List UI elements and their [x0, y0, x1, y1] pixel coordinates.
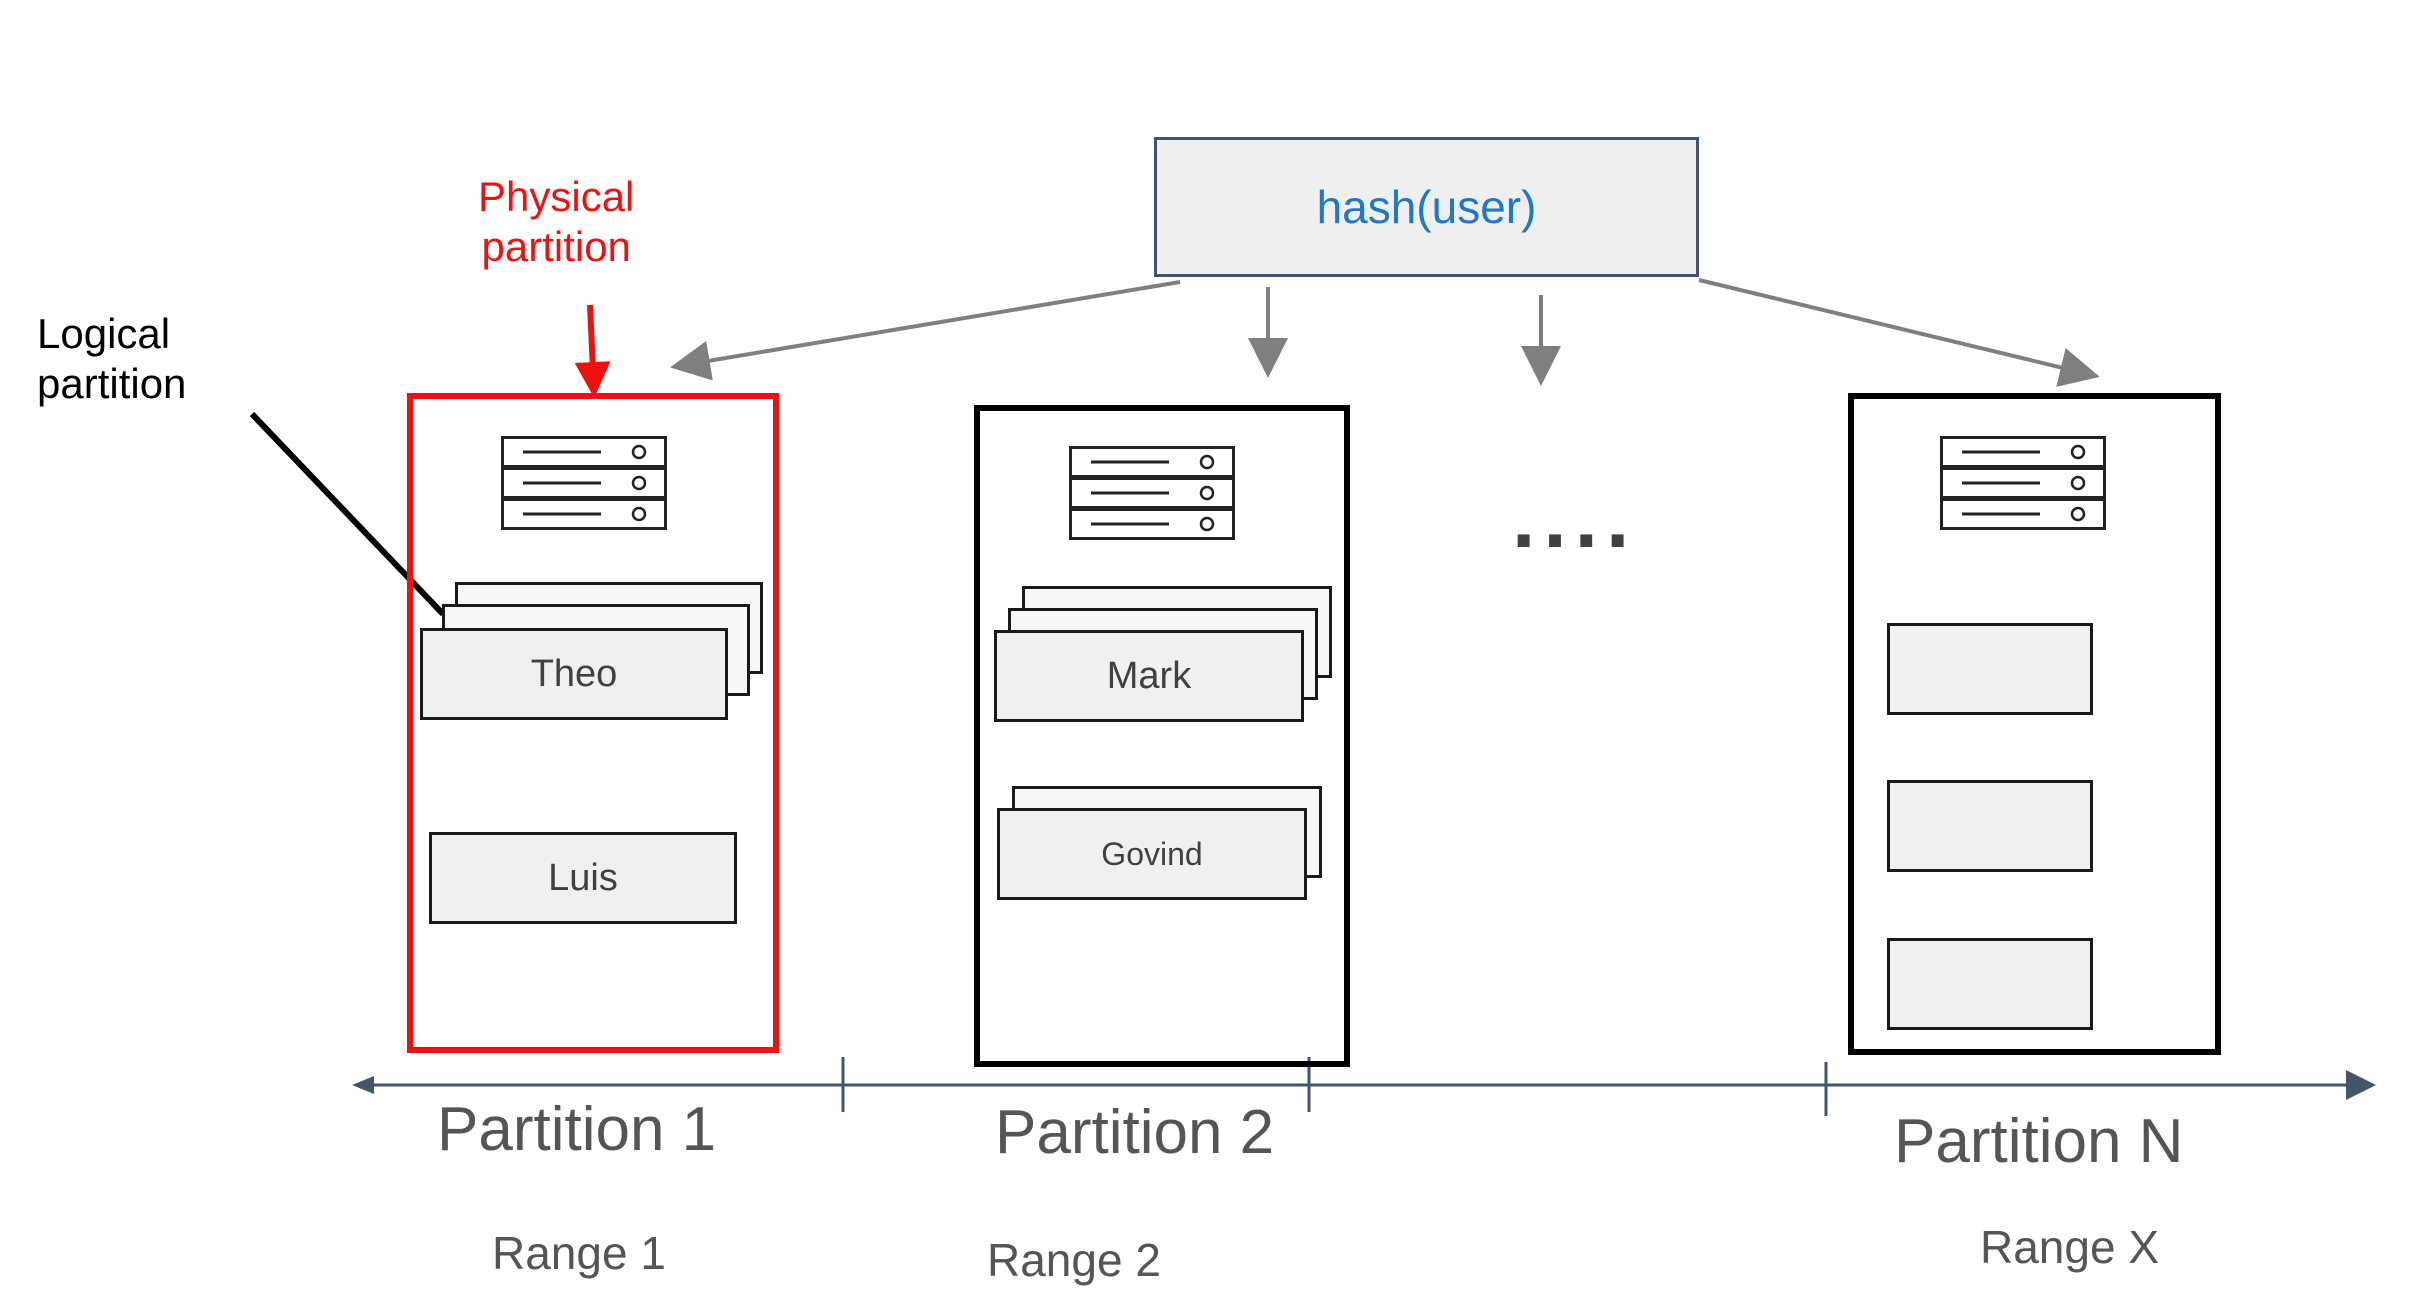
partition-2-title: Partition 2	[995, 1098, 1275, 1167]
partition-1-title: Partition 1	[437, 1095, 717, 1164]
partition-1-range: Range 1	[492, 1227, 666, 1279]
logical-partition-annotation: Logical partition	[37, 309, 186, 410]
logical-partition-card	[1887, 623, 2093, 715]
physical-partition-n	[1848, 393, 2221, 1055]
physical-partition-1	[407, 393, 779, 1053]
physical-partition-2	[974, 405, 1350, 1067]
logical-annotation-line1: Logical	[37, 310, 171, 357]
more-partitions-ellipsis: ....	[1512, 471, 1638, 565]
logical-partition-label: Govind	[1101, 835, 1203, 872]
partition-n-title: Partition N	[1894, 1107, 2184, 1176]
logical-partition-card	[1887, 938, 2093, 1030]
logical-partition-label: Mark	[1106, 654, 1192, 697]
partition-2-range: Range 2	[987, 1234, 1161, 1286]
physical-partition-annotation: Physical partition	[478, 172, 634, 273]
logical-annotation-line2: partition	[37, 360, 187, 408]
server-icon	[1940, 436, 2106, 530]
server-icon	[501, 436, 667, 530]
logical-partition-label: Luis	[548, 856, 618, 899]
physical-annotation-line2: partition	[481, 223, 631, 271]
hash-arrow-partition-n	[1698, 278, 2100, 387]
logical-partition-card: Govind	[997, 808, 1307, 900]
hash-arrow-partition-1	[670, 280, 1181, 381]
physical-partition-pointer	[574, 304, 611, 398]
logical-partition-card: Theo	[420, 628, 728, 720]
partition-n-range: Range X	[1980, 1221, 2160, 1273]
range-axis-left-arrow	[352, 1076, 374, 1094]
logical-partition-card	[1887, 780, 2093, 872]
physical-annotation-line1: Physical	[478, 173, 635, 220]
logical-partition-card: Luis	[429, 832, 737, 924]
hash-function-label: hash(user)	[1316, 181, 1537, 233]
hash-function-box: hash(user)	[1154, 137, 1699, 277]
server-icon	[1069, 446, 1235, 540]
logical-partition-card: Mark	[994, 630, 1304, 722]
logical-partition-label: Theo	[530, 652, 618, 695]
